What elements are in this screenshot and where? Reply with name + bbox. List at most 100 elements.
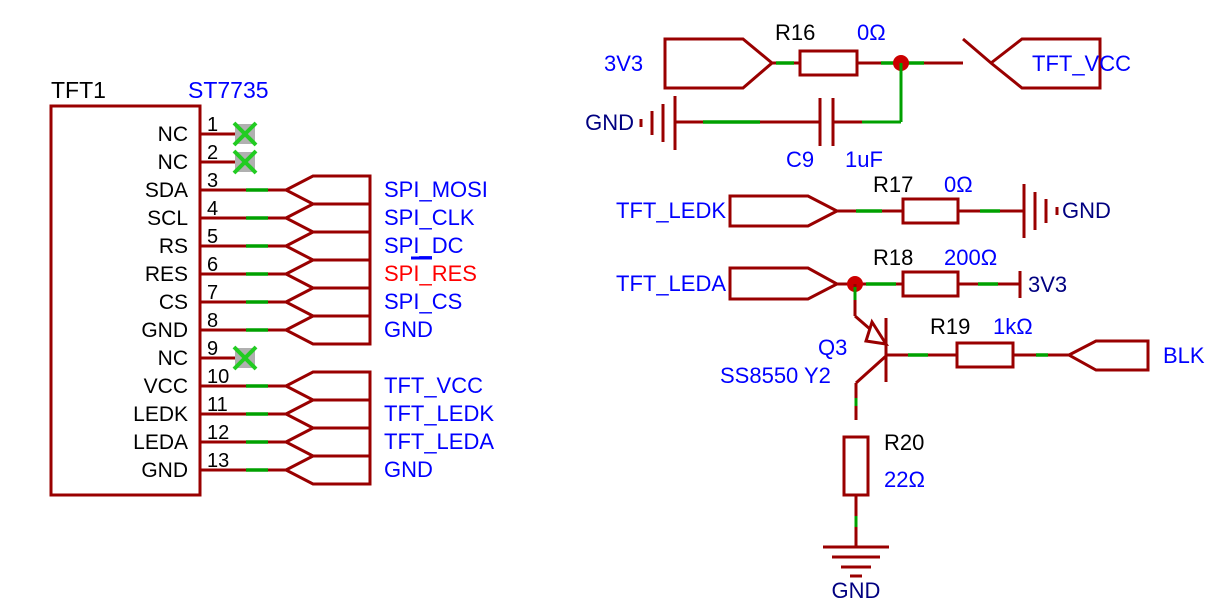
resistor-r19[interactable] (955, 341, 1015, 369)
rail-label-3v3-leda: 3V3 (1028, 272, 1067, 297)
net-flag-12[interactable] (282, 426, 372, 458)
net-flag-11[interactable] (282, 398, 372, 430)
net-flag-3[interactable] (282, 174, 372, 206)
pin-number-12: 12 (207, 422, 229, 444)
net-flag-tft-ledk-src[interactable] (728, 194, 841, 228)
r18-value-label: 200Ω (944, 245, 997, 270)
net-flag-tft-leda-src[interactable] (728, 266, 841, 301)
pin-row-11[interactable]: LEDK 11 TFT_LEDK (133, 394, 494, 430)
capacitor-c9[interactable] (818, 98, 835, 146)
pin-name-10: VCC (144, 375, 188, 398)
gnd-label-ledk: GND (1062, 198, 1111, 223)
pin-number-9: 9 (207, 338, 218, 360)
pin-number-5: 5 (207, 226, 218, 248)
gnd-symbol-ledk[interactable]: GND (1022, 184, 1111, 238)
pin-row-2[interactable]: NC 2 (158, 142, 258, 175)
net-flag-10[interactable] (282, 370, 372, 402)
pin-row-4[interactable]: SCL 4 SPI_CLK (147, 198, 475, 234)
nc-icon-9b (232, 345, 258, 371)
transistor-q3[interactable] (854, 314, 890, 420)
net-label-spi-res: SPI_RES (384, 261, 477, 286)
power-net-group[interactable]: 3V3 R16 0Ω TFT_VCC GND C9 (585, 20, 1131, 172)
pin-row-1[interactable]: NC 1 (158, 114, 258, 147)
net-label-spi-clk: SPI_CLK (384, 205, 475, 230)
pin-number-2: 2 (207, 142, 218, 164)
net-label-tft-ledk: TFT_LEDK (384, 401, 494, 426)
r19-ref-label: R19 (930, 314, 970, 339)
pin-name-5: RS (159, 235, 188, 258)
pin-name-1: NC (158, 123, 188, 146)
gnd-symbol-driver[interactable]: GND (823, 545, 889, 601)
gnd-symbol-power[interactable]: GND (585, 96, 677, 150)
pin-number-7: 7 (207, 282, 218, 304)
pin-number-8: 8 (207, 310, 218, 332)
resistor-r18[interactable] (901, 270, 960, 298)
pin-number-11: 11 (207, 394, 228, 416)
net-label-3v3-in: 3V3 (604, 51, 643, 76)
c9-value-label: 1uF (845, 147, 883, 172)
net-flag-4[interactable] (282, 202, 372, 234)
q3-emitter-arrow-icon (864, 318, 890, 346)
connector-ref-label: TFT1 (51, 77, 106, 103)
pin-name-12: LEDA (133, 431, 188, 454)
r17-value-label: 0Ω (944, 172, 973, 197)
pin-name-6: RES (145, 263, 188, 286)
pin-name-13: GND (141, 459, 188, 482)
net-flag-6[interactable] (282, 258, 372, 290)
pin-name-7: CS (159, 291, 188, 314)
q3-ref-label: Q3 (818, 335, 847, 360)
pin-row-3[interactable]: SDA 3 SPI_MOSI (145, 170, 488, 206)
net-flag-8[interactable] (282, 314, 372, 346)
net-flag-7[interactable] (282, 286, 372, 318)
pin-row-12[interactable]: LEDA 12 TFT_LEDA (133, 422, 494, 458)
resistor-r17[interactable] (901, 197, 960, 225)
r18-ref-label: R18 (873, 245, 913, 270)
pin-number-3: 3 (207, 170, 218, 192)
r16-value-label: 0Ω (857, 20, 886, 45)
connector-tft1[interactable]: TFT1 ST7735 NC 1 NC 2 SDA 3 (49, 77, 494, 497)
connector-part-label: ST7735 (188, 77, 269, 103)
pin-row-8[interactable]: GND 8 GND (141, 310, 433, 346)
pin-name-9: NC (158, 347, 188, 370)
resistor-r16[interactable] (798, 49, 859, 77)
net-flag-5[interactable] (282, 230, 372, 262)
r19-value-label: 1kΩ (993, 314, 1033, 339)
net-label-tft-leda: TFT_LEDA (384, 429, 494, 454)
net-flag-blk[interactable] (1065, 339, 1150, 372)
net-flag-tft-vcc-out[interactable] (962, 37, 1102, 90)
pin-row-13[interactable]: GND 13 GND (141, 450, 433, 486)
q3-collector-lead (854, 354, 888, 385)
pin-number-1: 1 (207, 114, 218, 136)
net-label-tft-leda-src: TFT_LEDA (616, 271, 726, 296)
pin-row-9[interactable]: NC 9 (158, 338, 258, 371)
q3-part-label: SS8550 Y2 (720, 363, 831, 388)
pin-row-10[interactable]: VCC 10 TFT_VCC (144, 366, 483, 402)
pin-number-6: 6 (207, 254, 218, 276)
driver-group[interactable]: Q3 SS8550 Y2 R19 1kΩ BLK R20 22Ω (720, 314, 1205, 601)
pin-number-10: 10 (207, 366, 229, 388)
ledk-net-group[interactable]: TFT_LEDK R17 0Ω GND (616, 172, 1111, 238)
r20-ref-label: R20 (884, 430, 924, 455)
net-label-gnd-13: GND (384, 457, 433, 482)
net-flag-13[interactable] (282, 454, 372, 486)
pin-number-4: 4 (207, 198, 218, 220)
leda-net-group[interactable]: TFT_LEDA R18 200Ω 3V3 (616, 245, 1067, 316)
net-flag-3v3-in[interactable] (663, 37, 775, 90)
nc-icon-1b (232, 121, 258, 147)
pin-row-5[interactable]: RS 5 SPI_DC (159, 226, 464, 262)
c9-ref-label: C9 (786, 147, 814, 172)
pin-name-11: LEDK (133, 403, 188, 426)
net-label-tft-vcc: TFT_VCC (384, 373, 483, 398)
pin-name-4: SCL (147, 207, 188, 230)
pin-name-3: SDA (145, 179, 188, 202)
net-label-tft-vcc-out: TFT_VCC (1032, 51, 1131, 76)
pin-row-6[interactable]: RES 6 SPI_RES (145, 254, 477, 290)
net-label-tft-ledk-src: TFT_LEDK (616, 198, 726, 223)
net-label-spi-dc: SPI_DC (384, 233, 464, 258)
net-label-spi-cs: SPI_CS (384, 289, 462, 314)
pin-number-13: 13 (207, 450, 229, 472)
pin-row-7[interactable]: CS 7 SPI_CS (159, 282, 462, 318)
resistor-r20[interactable] (842, 435, 870, 497)
